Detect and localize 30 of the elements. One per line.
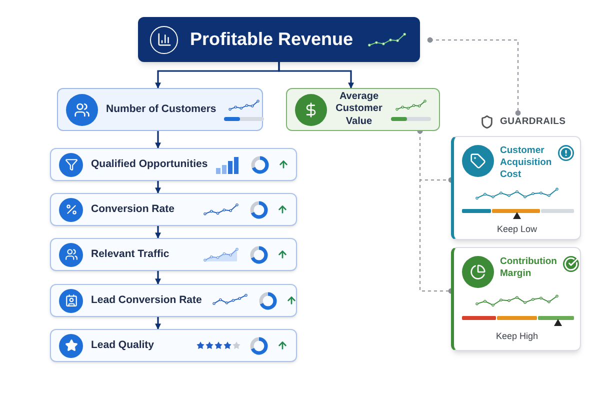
arrow <box>155 181 161 194</box>
goal-title: Profitable Revenue <box>190 28 354 51</box>
metric-box <box>57 88 263 131</box>
goal-box <box>138 17 420 62</box>
metric-label: Average Customer Value <box>335 90 383 128</box>
driver-box <box>50 148 297 181</box>
driver-label: Lead Quality <box>91 338 156 353</box>
card-caption: Keep High <box>496 330 538 343</box>
arrow <box>155 131 161 149</box>
card-title: Customer Acquisition Cost <box>500 145 552 181</box>
arrow <box>155 226 161 239</box>
section-heading: GUARDRAILS <box>500 114 566 129</box>
guardrail-card <box>451 247 581 351</box>
driver-label: Relevant Traffic <box>91 246 170 262</box>
driver-label: Conversion Rate <box>91 202 176 217</box>
arrow <box>278 62 354 89</box>
driver-box <box>50 329 297 362</box>
arrow <box>155 317 161 330</box>
driver-label: Qualified Opportunities <box>91 156 208 172</box>
driver-box <box>50 238 297 271</box>
dashed-connector <box>427 37 521 116</box>
driver-label: Lead Conversion Rate <box>91 292 202 308</box>
metric-label: Number of Customers <box>106 102 216 116</box>
card-title: Contribution Margin <box>500 256 557 280</box>
metric-box <box>286 88 440 131</box>
card-caption: Keep Low <box>496 222 538 236</box>
arrow <box>155 271 161 285</box>
driver-box <box>50 193 297 226</box>
driver-box <box>50 284 297 317</box>
guardrail-card <box>451 136 581 240</box>
